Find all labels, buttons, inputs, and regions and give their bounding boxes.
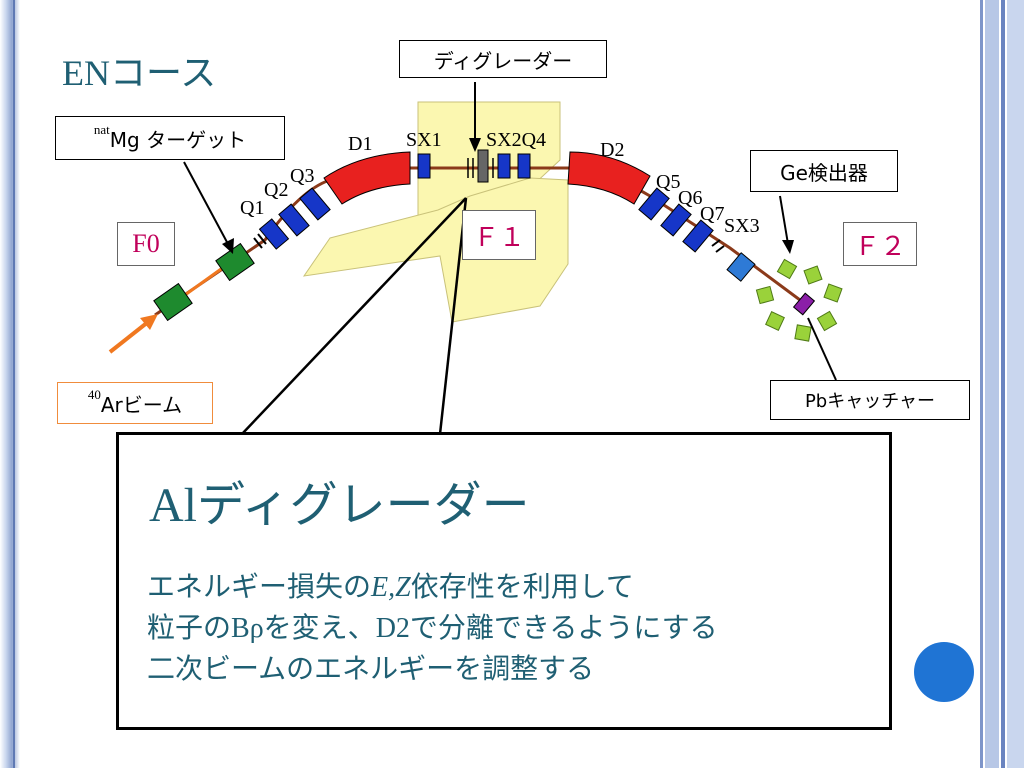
- pb-catcher-label: Pbキャッチャー: [804, 391, 936, 412]
- quad-q5: [638, 187, 670, 221]
- sextupole-sx1: [417, 153, 431, 179]
- target-pointer-head: [222, 238, 234, 254]
- target-block-lower: [153, 282, 193, 322]
- degrader-block: [477, 149, 489, 183]
- label-d2: D2: [600, 139, 624, 161]
- dipole-d2: [567, 151, 651, 205]
- explanation-title: Alディグレーダー: [149, 465, 530, 535]
- ge-pointer-line: [779, 195, 789, 245]
- sextupole-sx2: [497, 153, 511, 179]
- label-sx1: SX1: [406, 129, 442, 151]
- quad-q4: [517, 153, 531, 179]
- degrader-explanation-box: Alディグレーダー エネルギー損失のE,Z依存性を利用して 粒子のBρを変え、D…: [116, 432, 892, 730]
- degrader-callout-label: ディグレーダー: [433, 48, 573, 73]
- station-f2-label: Ｆ２: [853, 231, 906, 262]
- ge-detector-array: [755, 258, 843, 342]
- target-pointer-line: [183, 161, 229, 245]
- label-q5: Q5: [656, 171, 680, 193]
- slide-title: ENコース: [62, 53, 217, 93]
- explanation-body: エネルギー損失のE,Z依存性を利用して 粒子のBρを変え、D2で分離できるように…: [147, 567, 718, 689]
- explanation-line-2: 粒子のBρを変え、D2で分離できるようにする: [147, 611, 718, 644]
- quad-q2: [278, 203, 310, 237]
- target-callout-sup: nat: [93, 122, 110, 137]
- station-f0-label: F0: [132, 229, 160, 258]
- beam-callout-sup: 40: [87, 387, 101, 402]
- degrader-pointer-head: [469, 138, 481, 152]
- right-border-decoration: [980, 0, 1024, 768]
- explanation-title-rest: ディグレーダー: [197, 477, 530, 533]
- label-q3: Q3: [290, 165, 314, 187]
- quad-q7: [682, 219, 714, 253]
- pb-pointer-line: [807, 317, 837, 381]
- blue-circle-icon: [914, 642, 974, 702]
- label-sx2q4: SX2Q4: [486, 129, 546, 151]
- dipole-d1: [323, 151, 411, 205]
- slit-ticks-f2: [711, 239, 725, 253]
- quad-q3: [299, 187, 331, 221]
- beam-callout-label: Arビーム: [100, 392, 183, 417]
- explanation-title-al: Al: [149, 479, 197, 532]
- pb-catcher-callout: Pbキャッチャー: [770, 380, 970, 420]
- label-q6: Q6: [678, 187, 702, 209]
- beam-arrow: [108, 320, 150, 354]
- label-d1: D1: [348, 133, 372, 155]
- label-q7: Q7: [700, 203, 724, 225]
- callout-line-left: [241, 197, 467, 435]
- ge-pointer-head: [782, 240, 794, 254]
- explanation-line-1: エネルギー損失のE,Z依存性を利用して: [147, 570, 634, 603]
- target-block-upper: [215, 242, 255, 282]
- quad-q1: [258, 218, 290, 250]
- station-f0: F0: [117, 222, 175, 266]
- left-border-decoration: [0, 0, 20, 768]
- explanation-line-3: 二次ビームのエネルギーを調整する: [147, 652, 595, 685]
- slit-ticks-f0: [253, 233, 267, 249]
- station-f1-label: Ｆ１: [472, 222, 525, 253]
- pb-catcher: [792, 292, 816, 316]
- beam-arrow-head: [140, 314, 158, 330]
- target-callout-label: Mg ターゲット: [109, 127, 247, 152]
- label-q1: Q1: [240, 197, 264, 219]
- beam-line-orange: [177, 262, 229, 302]
- callout-line-right: [438, 197, 468, 435]
- sextupole-sx3: [726, 252, 756, 282]
- degrader-callout: ディグレーダー: [399, 40, 607, 78]
- label-q2: Q2: [264, 179, 288, 201]
- ge-detector-label: Ge検出器: [780, 160, 868, 185]
- degrader-slit: [467, 158, 494, 178]
- station-f2: Ｆ２: [843, 222, 917, 266]
- label-sx3: SX3: [724, 215, 760, 237]
- station-f1: Ｆ１: [462, 210, 536, 260]
- quad-q6: [660, 203, 692, 237]
- ge-detector-callout: Ge検出器: [750, 150, 898, 192]
